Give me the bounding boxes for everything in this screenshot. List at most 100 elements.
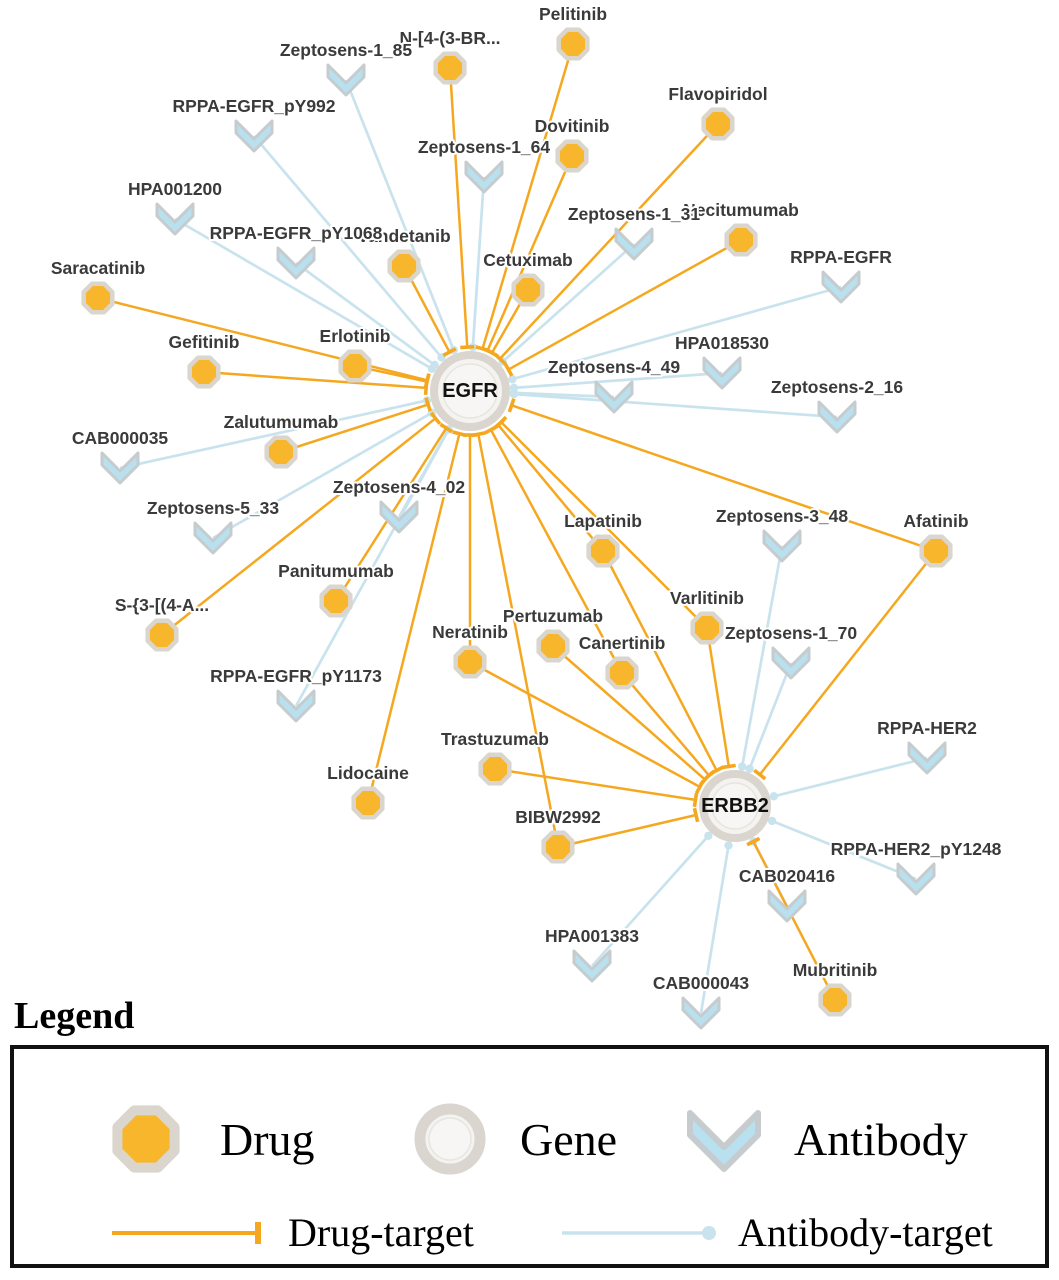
drug-target-tee	[423, 374, 431, 389]
antibody-node-cab000035[interactable]	[100, 451, 140, 485]
drug-octagon	[536, 629, 570, 663]
antibody-node-zeptosens-1-85[interactable]	[326, 63, 366, 97]
antibody-node-rppa-her2[interactable]	[907, 741, 947, 775]
gene-node-egfr[interactable]	[430, 351, 510, 431]
antibody-target-edge	[344, 79, 455, 351]
drug-node-zalutumumab[interactable]	[264, 435, 298, 469]
node-label: Gefitinib	[169, 332, 240, 352]
node-label: Canertinib	[579, 633, 666, 653]
antibody-target-dot	[704, 831, 713, 841]
drug-node-canertinib[interactable]	[605, 656, 639, 690]
antibody-node-rppa-egfr-py992[interactable]	[234, 119, 274, 153]
node-label: CAB000043	[653, 973, 750, 993]
drug-target-edge	[601, 550, 718, 772]
antibody-node-cab000043[interactable]	[681, 996, 721, 1030]
drug-target-edge	[489, 429, 624, 674]
drug-node-afatinib[interactable]	[919, 534, 953, 568]
drug-target-tee	[503, 362, 514, 377]
antibody-node-rppa-her2-py1248[interactable]	[896, 862, 936, 896]
antibody-node-rppa-egfr[interactable]	[821, 270, 861, 304]
antibody-node-hpa001383[interactable]	[572, 949, 612, 983]
drug-node-gefitinib[interactable]	[187, 355, 221, 389]
legend-antibody-label: Antibody	[794, 1113, 968, 1165]
drug-node-mubritinib[interactable]	[818, 983, 852, 1017]
node-label: Zeptosens-2_16	[771, 377, 904, 397]
antibody-node-hpa001200[interactable]	[155, 202, 195, 236]
node-label: Saracatinib	[51, 258, 145, 278]
drug-target-tee	[424, 397, 432, 412]
drug-node-lidocaine[interactable]	[351, 786, 385, 820]
antibody-node-hpa018530[interactable]	[702, 356, 742, 390]
drug-node-n-4-3-br[interactable]	[433, 51, 467, 85]
antibody-chevron	[276, 246, 316, 280]
drug-node-vandetanib[interactable]	[387, 249, 421, 283]
drug-node-s-3-4-a[interactable]	[145, 618, 179, 652]
legend-drug-target-label: Drug-target	[288, 1210, 474, 1255]
node-label: Zeptosens-3_48	[716, 506, 849, 526]
drug-node-panitumumab[interactable]	[319, 584, 353, 618]
antibody-chevron	[771, 646, 811, 680]
antibody-node-zeptosens-1-31[interactable]	[614, 227, 654, 261]
antibody-chevron	[614, 227, 654, 261]
drug-octagon	[555, 139, 589, 173]
gene-label: EGFR	[442, 380, 498, 402]
node-label: N-[4-(3-BR...	[399, 28, 500, 48]
antibody-node-rppa-egfr-py1173[interactable]	[276, 689, 316, 723]
antibody-target-dot	[767, 816, 777, 826]
antibody-icon	[687, 1110, 761, 1172]
antibody-node-zeptosens-2-16[interactable]	[817, 400, 857, 434]
antibody-chevron	[821, 270, 861, 304]
gene-node-erbb2[interactable]	[699, 770, 771, 842]
antibody-node-zeptosens-3-48[interactable]	[762, 529, 802, 563]
antibody-target-edge	[513, 392, 838, 419]
antibody-chevron	[896, 862, 936, 896]
node-label: Erlotinib	[320, 326, 391, 346]
drug-icon	[112, 1105, 180, 1173]
drug-node-necitumumab[interactable]	[724, 223, 758, 257]
legend-item-drug-target: Drug-target	[106, 1209, 474, 1256]
node-label: Pelitinib	[539, 4, 607, 24]
drug-octagon	[351, 786, 385, 820]
drug-node-lapatinib[interactable]	[586, 534, 620, 568]
drug-node-erlotinib[interactable]	[338, 349, 372, 383]
antibody-target-edge	[471, 176, 486, 348]
antibody-node-rppa-egfr-py1068[interactable]	[276, 246, 316, 280]
drug-octagon	[387, 249, 421, 283]
legend-title: Legend	[14, 995, 135, 1037]
drug-target-tee	[692, 792, 699, 808]
antibody-node-zeptosens-4-49[interactable]	[594, 380, 634, 414]
drug-target-edge	[499, 123, 719, 360]
legend-drug-label: Drug	[220, 1113, 315, 1165]
node-label: Zeptosens-1_64	[418, 137, 551, 157]
drug-node-neratinib[interactable]	[453, 645, 487, 679]
antibody-chevron	[464, 160, 504, 194]
antibody-node-zeptosens-5-33[interactable]	[193, 521, 233, 555]
drug-octagon	[145, 618, 179, 652]
antibody-chevron	[326, 63, 366, 97]
antibody-node-zeptosens-4-02[interactable]	[379, 500, 419, 534]
antibody-node-zeptosens-1-70[interactable]	[771, 646, 811, 680]
drug-node-pertuzumab[interactable]	[536, 629, 570, 663]
drug-target-edge	[552, 645, 706, 781]
drug-node-flavopiridol[interactable]	[701, 107, 735, 141]
drug-node-varlitinib[interactable]	[690, 611, 724, 645]
drug-target-edge	[97, 296, 428, 382]
node-label: RPPA-EGFR_pY1173	[210, 666, 382, 686]
drug-node-saracatinib[interactable]	[81, 281, 115, 315]
antibody-node-zeptosens-1-64[interactable]	[464, 160, 504, 194]
drug-node-cetuximab[interactable]	[511, 273, 545, 307]
drug-target-edge	[469, 660, 701, 788]
node-label: S-{3-[(4-A...	[115, 595, 209, 615]
gene-inner-circle	[442, 363, 498, 419]
antibody-node-cab020416[interactable]	[767, 889, 807, 923]
node-label: CAB000035	[72, 428, 169, 448]
drug-target-edge	[497, 424, 604, 552]
node-label: Mubritinib	[793, 960, 878, 980]
drug-target-edge	[366, 433, 461, 804]
drug-node-bibw2992[interactable]	[541, 830, 575, 864]
drug-node-trastuzumab[interactable]	[478, 752, 512, 786]
drug-node-dovitinib[interactable]	[555, 139, 589, 173]
drug-node-pelitinib[interactable]	[556, 27, 590, 61]
drug-target-edge	[494, 767, 696, 802]
